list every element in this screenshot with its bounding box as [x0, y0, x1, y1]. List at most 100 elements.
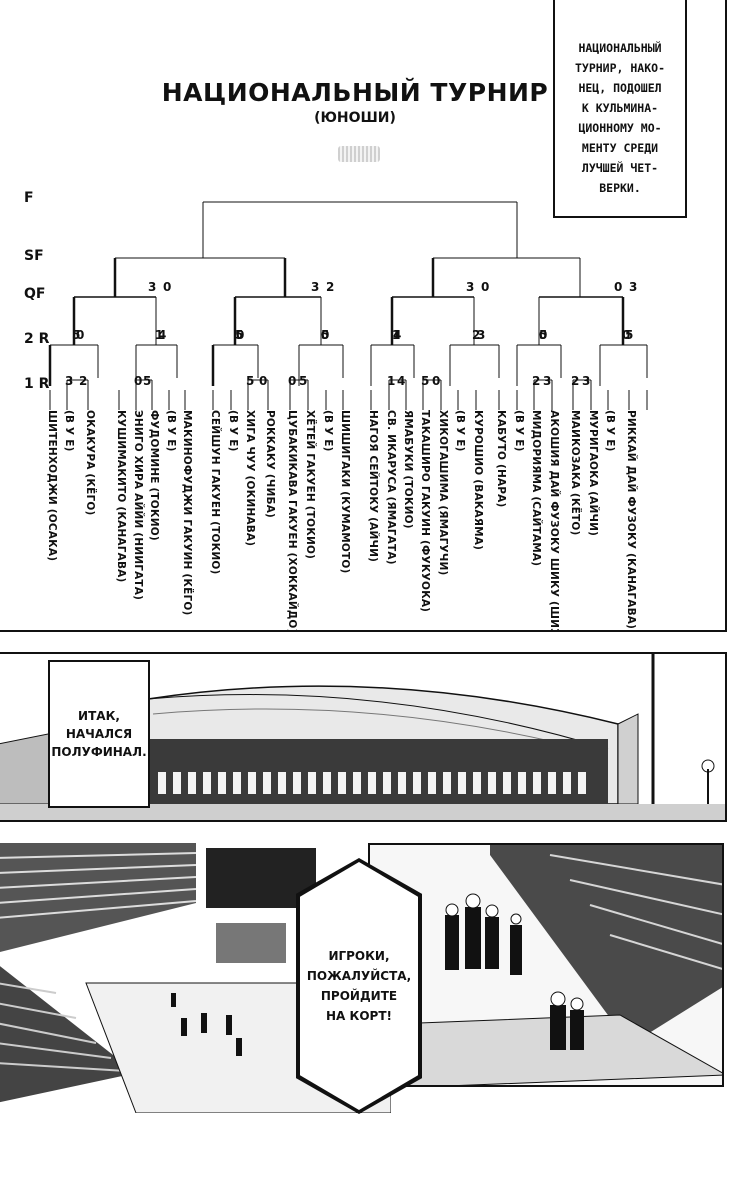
score-r2: 5: [539, 328, 547, 342]
team-name: ФУДОМИНЕ (ТОКИО): [148, 410, 160, 541]
speech-line: НАЧАЛСЯ: [65, 727, 133, 741]
team-name: (В У Е): [165, 410, 177, 452]
score-r2: 3: [477, 328, 485, 342]
team-name: ХЁТЕЙ ГАКУЕН (ТОКИО): [304, 410, 316, 560]
team-name: ХИКОГАШИМА (ЯМАГУЧИ): [437, 410, 449, 576]
score-r2: 1: [392, 328, 400, 342]
score-r1: 3: [543, 374, 551, 388]
logo-mark: [338, 146, 380, 162]
score-r2: 0: [236, 328, 244, 342]
score-qf: 3: [148, 280, 156, 294]
score-r2: 0: [539, 328, 547, 342]
round-label-semifinal: SF: [24, 248, 44, 264]
speech-line: НА КОРТ!: [326, 1009, 392, 1023]
team-name: (В У Е): [604, 410, 616, 452]
score-r2: 5: [625, 328, 633, 342]
speech-line: ИТАК,: [78, 709, 120, 723]
score-r1: 0: [134, 374, 142, 388]
score-r2: 0: [622, 328, 630, 342]
players-illustration: [370, 845, 722, 1085]
speech-line: ПОЛУФИНАЛ.: [51, 745, 147, 759]
score-r2: 2: [472, 328, 480, 342]
team-name: (В У Е): [322, 410, 334, 452]
team-name: СВ. ИКАРУСА (ЯМАГАТА): [385, 410, 397, 565]
team-name: ХИГА ЧУУ (ОКИНАВА): [244, 410, 256, 547]
caption-line: ВЕРКИ.: [599, 181, 641, 195]
score-qf: 0: [481, 280, 489, 294]
team-name: КУШИМАКИТО (КАНАГАВА): [115, 410, 127, 583]
score-r2: 4: [158, 328, 166, 342]
score-r1: 5: [143, 374, 151, 388]
caption-line: МЕНТУ СРЕДИ: [581, 141, 659, 155]
score-r2: 4: [393, 328, 401, 342]
caption-line: НАЦИОНАЛЬНЫЙ: [578, 41, 662, 55]
bracket-panel: НАЦИОНАЛЬНЫЙ ТУРНИР (ЮНОШИ) НАЦИОНАЛЬНЫЙ…: [0, 0, 727, 632]
team-name: (В У Е): [63, 410, 75, 452]
speech-bubble-semifinal: ИТАК, НАЧАЛСЯ ПОЛУФИНАЛ.: [48, 660, 150, 808]
score-qf: 3: [466, 280, 474, 294]
team-name: (В У Е): [227, 410, 239, 452]
score-r1: 0: [288, 374, 296, 388]
speech-line: ИГРОКИ,: [328, 949, 390, 963]
score-r1: 3: [582, 374, 590, 388]
team-name: МИДОРИЯМА (САЙТАМА): [530, 410, 542, 567]
team-name: ЯМАБУКИ (ТОКИО): [402, 410, 414, 529]
score-r1: 5: [299, 374, 307, 388]
team-name: ШИТЕНХОДЖИ (ОСАКА): [46, 410, 58, 562]
team-name: РИККАЙ ДАЙ ФУЗОКУ (КАНАГАВА): [625, 410, 637, 630]
tournament-title: НАЦИОНАЛЬНЫЙ ТУРНИР: [161, 78, 549, 107]
score-r2: 5: [321, 328, 329, 342]
caption-line: ЛУЧШЕЙ ЧЕТ-: [581, 161, 659, 175]
score-r2: 0: [76, 328, 84, 342]
score-r1: 5: [246, 374, 254, 388]
team-name: МУРИГАОКА (АЙЧИ): [587, 410, 599, 537]
caption-line: НЕЦ, ПОДОШЕЛ: [578, 81, 662, 95]
speech-line: ПРОЙДИТЕ: [320, 989, 398, 1003]
score-r1: 2: [571, 374, 579, 388]
stadium-panel: ИТАК, НАЧАЛСЯ ПОЛУФИНАЛ.: [0, 652, 727, 822]
caption-line: К КУЛЬМИНА-: [581, 101, 659, 115]
score-r1: 0: [259, 374, 267, 388]
round-label-round-1: 1 R: [24, 376, 50, 392]
round-label-final: F: [24, 190, 34, 206]
narration-caption: НАЦИОНАЛЬНЫЙ ТУРНИР, НАКО- НЕЦ, ПОДОШЕЛ …: [553, 0, 687, 218]
score-r1: 3: [65, 374, 73, 388]
caption-line: ТУРНИР, НАКО-: [574, 61, 665, 75]
score-r2: 0: [321, 328, 329, 342]
speech-line: ПОЖАЛУЙСТА,: [306, 969, 412, 983]
team-name: КУРОШИО (ВАКАЯМА): [472, 410, 484, 551]
players-panel: [368, 843, 724, 1087]
tournament-subtitle: (ЮНОШИ): [314, 110, 396, 126]
team-name: МАКИНОФУДЖИ ГАКУИН (КЁГО): [181, 410, 193, 616]
team-name: ЦУБАКИКАВА ГАКУЕН (ХОККАЙДО): [286, 410, 298, 632]
team-name: (В У Е): [454, 410, 466, 452]
team-name: РОККАКУ (ЧИБА): [264, 410, 276, 519]
score-r1: 4: [397, 374, 405, 388]
team-name: АКОШИЯ ДАЙ ФУЗОКУ ШИКУ (ШИЗУОКА): [548, 410, 560, 632]
team-name: НАГОЯ СЕЙТОКУ (АЙЧИ): [367, 410, 379, 563]
score-qf: 0: [163, 280, 171, 294]
score-r1: 2: [532, 374, 540, 388]
team-name: (В У Е): [513, 410, 525, 452]
speech-bubble-players-text: ИГРОКИ, ПОЖАЛУЙСТА, ПРОЙДИТЕ НА КОРТ!: [300, 862, 418, 1110]
score-r1: 2: [79, 374, 87, 388]
team-name: ШИШИГАКИ (КУМАМОТО): [339, 410, 351, 574]
round-label-quarterfinal: QF: [24, 286, 46, 302]
score-qf: 3: [629, 280, 637, 294]
score-r2: 1: [155, 328, 163, 342]
team-name: КАБУТО (НАРА): [495, 410, 507, 508]
score-r2: 5: [235, 328, 243, 342]
team-name: СЕЙШУН ГАКУЕН (ТОКИО): [209, 410, 221, 575]
score-qf: 2: [326, 280, 334, 294]
score-r2: 5: [72, 328, 80, 342]
team-name: ТАКАШИРО ГАКУИН (ФУКУОКА): [419, 410, 431, 613]
speech-bubble-players: [300, 862, 418, 1110]
round-label-round-2: 2 R: [24, 331, 50, 347]
score-r1: 1: [387, 374, 395, 388]
score-r1: 5: [421, 374, 429, 388]
score-qf: 3: [311, 280, 319, 294]
team-name: ЭНИГО ХИРА АЙЙИ (НИИГАТА): [132, 410, 144, 601]
score-qf: 0: [614, 280, 622, 294]
score-r1: 0: [432, 374, 440, 388]
